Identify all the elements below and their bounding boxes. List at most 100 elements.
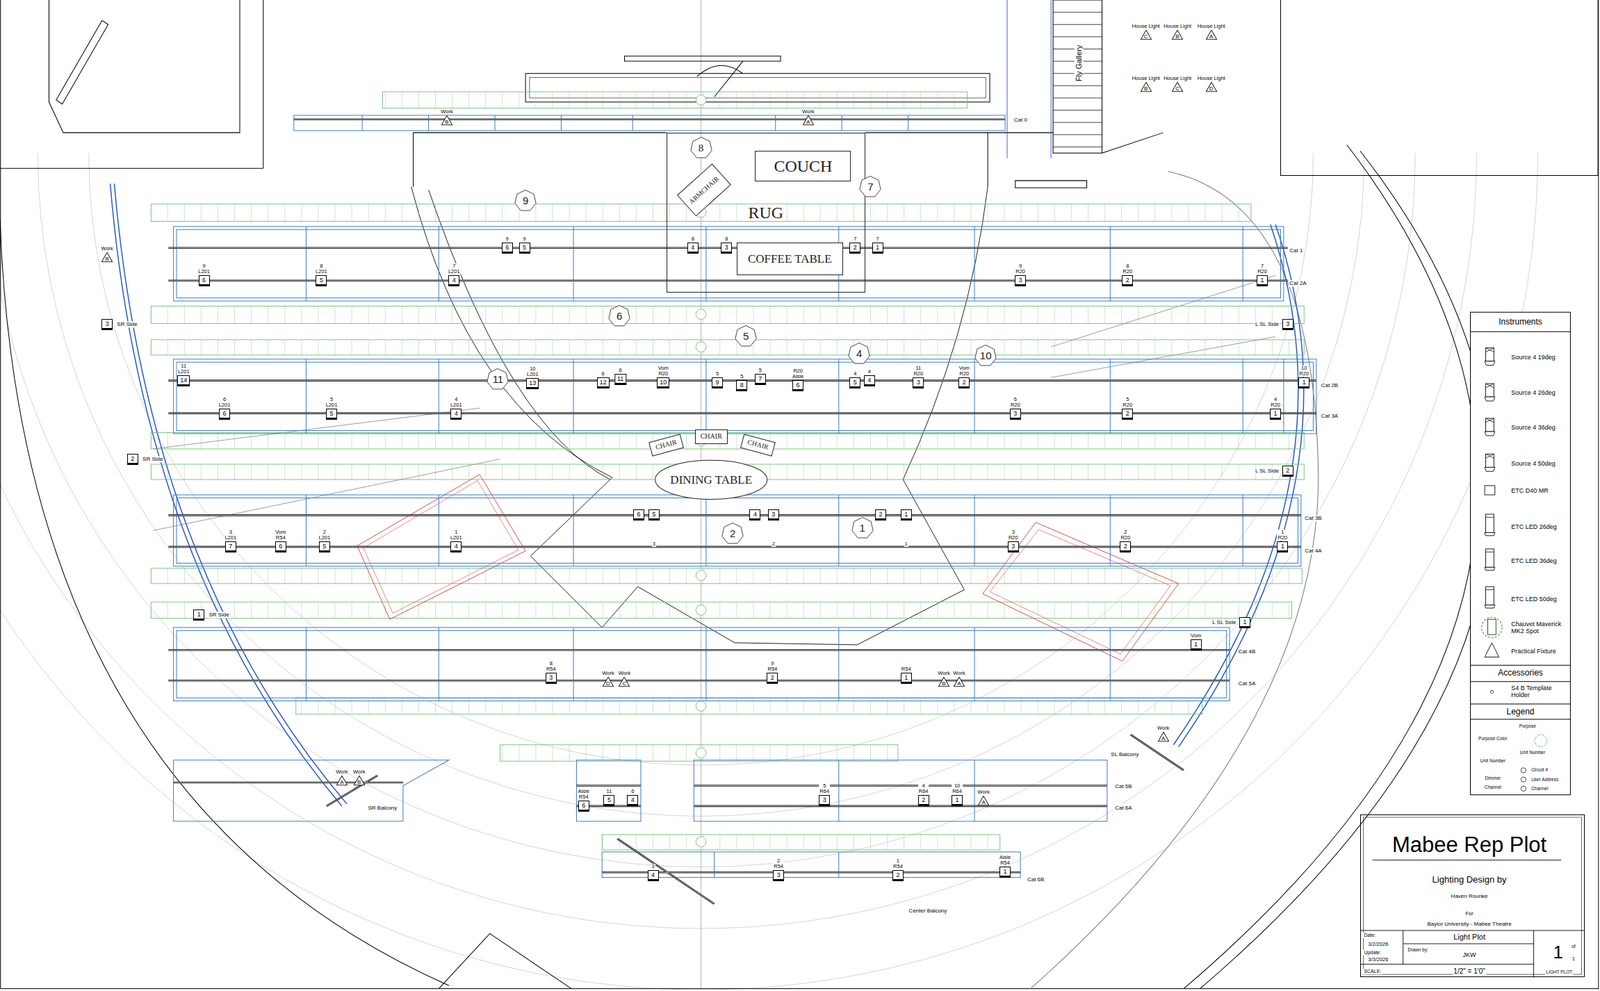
fixture-purpose: L201 xyxy=(526,371,540,378)
practical-symbol: B xyxy=(1139,81,1152,92)
unit-number: 1 xyxy=(872,242,884,254)
practical-fixture: WorkA xyxy=(802,115,814,126)
scenic-outlines xyxy=(357,474,1179,662)
practical-fixture: House LightD xyxy=(1205,81,1218,92)
triangle-shape xyxy=(953,676,965,687)
fixture-purpose: 6 xyxy=(601,371,606,377)
practical-fixture: WorkB xyxy=(938,676,951,687)
furniture-label: DINING TABLE xyxy=(670,474,753,486)
furniture-piece: COFFEE TABLE xyxy=(736,242,844,276)
lighting-fixture: 64 xyxy=(626,795,639,807)
fixture-purpose: 10 xyxy=(526,366,540,372)
plot-label: Cat 4B xyxy=(1237,649,1256,656)
unit-number: 1 xyxy=(1190,639,1202,651)
heptagon-shape xyxy=(735,325,757,347)
area-number: 10 xyxy=(980,350,992,362)
fixture-purpose: 11 xyxy=(177,363,191,370)
lighting-fixture: 1 xyxy=(1239,617,1251,629)
triangle-shape xyxy=(1140,29,1151,40)
furniture-label: CHAIR xyxy=(653,438,680,452)
fixture-notes: 3L201 xyxy=(223,529,238,541)
triangle-shape xyxy=(938,676,949,687)
fixture-purpose: R20 xyxy=(1119,535,1131,541)
lighting-fixture: 95 xyxy=(519,242,531,254)
unit-number: 5 xyxy=(849,377,861,389)
table-shape xyxy=(655,460,768,500)
plot-label: Cat 5B xyxy=(1114,783,1133,790)
unit-number: 12 xyxy=(597,377,610,389)
fixture-notes: 11 xyxy=(606,788,614,795)
lighting-fixture: 1L2014 xyxy=(450,541,462,553)
area-number: 6 xyxy=(616,310,623,322)
fixture-notes: 11L201 xyxy=(177,363,191,375)
unit-number: 10 xyxy=(656,377,670,389)
fixture-purpose: 6 xyxy=(218,396,232,403)
fixture-purpose: 6 xyxy=(1009,396,1022,403)
fixture-purpose: L201 xyxy=(447,268,461,275)
practical-symbol: A xyxy=(1205,29,1218,40)
area-callout: 1 xyxy=(850,516,875,541)
plot-label: Drawn by: xyxy=(1407,947,1430,953)
plot-label: 1 xyxy=(1552,942,1564,964)
fixture-purpose: R64 xyxy=(918,788,930,795)
plot-label: Cat 6B xyxy=(1026,876,1045,883)
unit-number: 8 xyxy=(736,380,748,392)
furniture-label: CHAIR xyxy=(699,433,724,440)
fixture-notes: R54 xyxy=(900,666,912,673)
unit-number: 5 xyxy=(325,408,338,420)
instrument-key-text: Chauvet Maverick MK2 Spot xyxy=(1511,620,1567,635)
fixture-notes: 6 xyxy=(618,367,623,374)
instrument-key-text: ETC D40 MR xyxy=(1511,487,1567,495)
unit-number: 4 xyxy=(626,795,639,807)
fixture-notes: AisleR54 xyxy=(998,854,1012,867)
furniture-piece: ARMCHAIR xyxy=(676,163,732,217)
plot-label: Unit Number xyxy=(1519,750,1546,756)
unit-number: 3 xyxy=(772,870,785,882)
fixture-purpose: R20 xyxy=(1277,535,1289,541)
fixture-purpose: 5 xyxy=(1121,396,1133,403)
fixture-purpose: R20 xyxy=(1121,402,1133,408)
heptagon-shape xyxy=(975,345,997,366)
seating-rows xyxy=(150,91,1304,851)
fixture-notes: 5R20 xyxy=(1121,396,1133,408)
fixture-notes: 7 xyxy=(875,236,880,242)
lighting-fixture: 34 xyxy=(647,870,659,882)
unit-number: 5 xyxy=(315,275,327,287)
fixture-purpose: 5 xyxy=(818,783,830,789)
unit-number: 13 xyxy=(526,378,539,390)
fixture-purpose: House Light xyxy=(1162,22,1193,29)
fixture-purpose: House Light xyxy=(1162,75,1193,81)
heptagon-shape xyxy=(690,136,712,158)
instrument-key-text: ETC LED 50deg xyxy=(1511,595,1567,603)
fixture-purpose: L201 xyxy=(314,268,329,275)
plot-label: Circuit # xyxy=(1530,768,1549,773)
unit-number: 2 xyxy=(1121,408,1133,420)
fixture-notes: Work xyxy=(601,670,615,676)
fixture-notes: House Light xyxy=(1131,22,1161,29)
fixture-purpose: Work xyxy=(936,670,951,676)
triangle-shape xyxy=(1157,731,1169,742)
lighting-fixture: 2 xyxy=(1282,465,1294,477)
plot-label: Date: xyxy=(1362,932,1377,939)
fixture-purpose: R20 xyxy=(1007,535,1019,541)
unit-number: 2 xyxy=(1121,275,1133,287)
plot-label: LIGHT PLOT xyxy=(1545,969,1573,975)
plot-label: SR Side xyxy=(207,612,230,619)
lighting-fixture: 45 xyxy=(849,377,861,389)
unit-number: 9 xyxy=(711,377,723,389)
heptagon-shape xyxy=(722,522,744,543)
plot-label: Cat 2A xyxy=(1288,280,1307,288)
unit-number: 4 xyxy=(647,870,659,882)
fixture-notes: Work xyxy=(936,670,951,676)
fixture-purpose: R20 xyxy=(1298,371,1310,377)
area-number: 5 xyxy=(743,330,749,342)
unit-letter: A xyxy=(806,118,810,126)
plot-label: SR Side xyxy=(116,321,138,328)
title-block-text: For xyxy=(1465,911,1473,917)
lighting-fixture: 8L2015 xyxy=(315,275,327,287)
unit-number: 4 xyxy=(448,275,460,287)
practical-fixture: House LightB xyxy=(1139,81,1152,92)
fixture-notes: 9L201 xyxy=(197,263,211,275)
fixture-purpose: R64 xyxy=(818,788,830,795)
